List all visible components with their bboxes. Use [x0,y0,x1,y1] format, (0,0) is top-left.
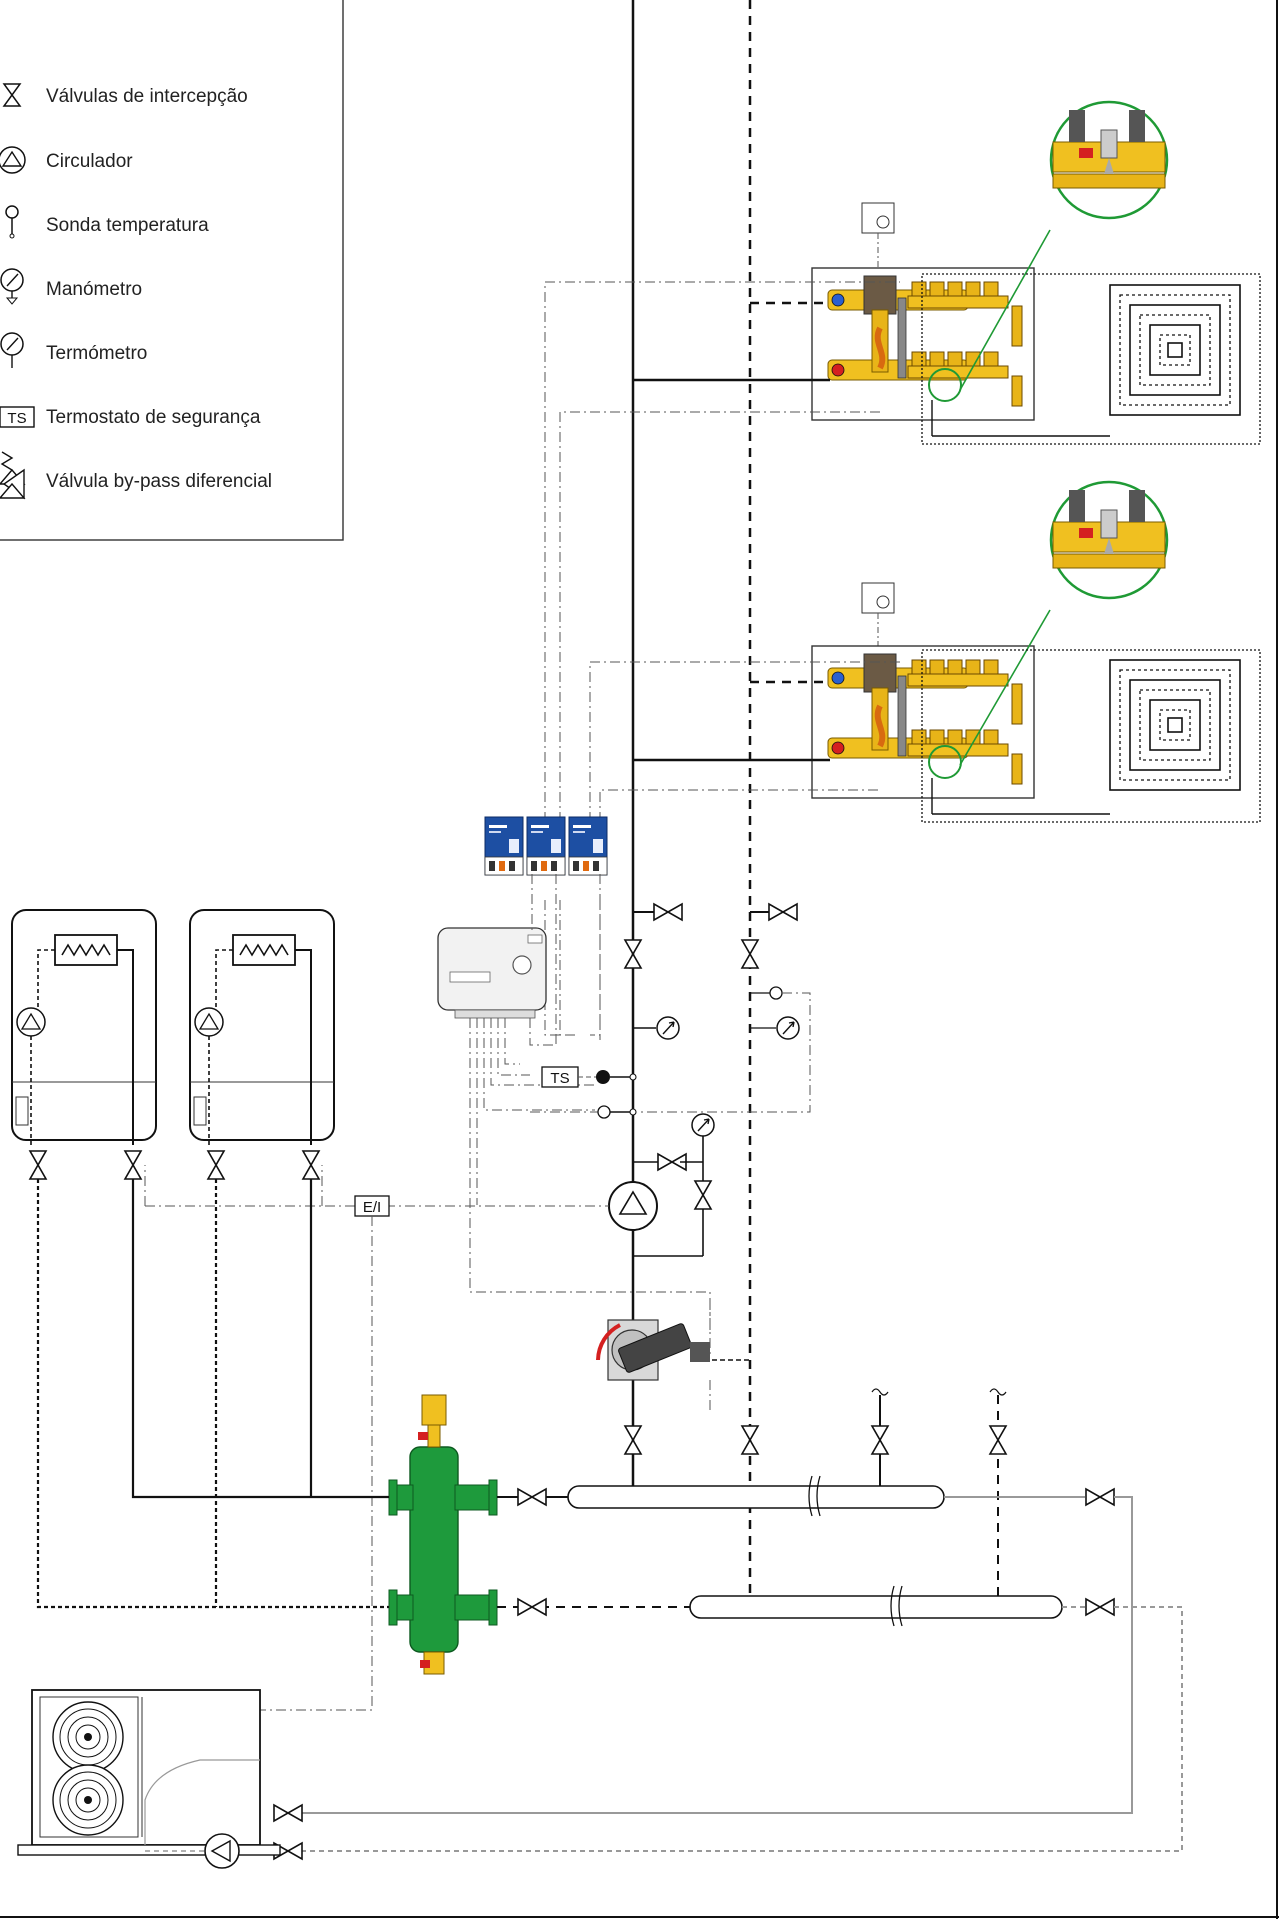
legend-label-valves: Válvulas de intercepção [46,86,248,107]
circulator-icon [0,146,26,174]
fan-icon [52,1701,124,1773]
zoom-detail-2 [1049,480,1169,600]
legend-label-temp-probe: Sonda temperatura [46,215,209,236]
legend-label-bypass-valve: Válvula by-pass diferencial [46,471,272,492]
fan-icon [52,1764,124,1836]
control-wiring [544,281,900,1036]
hydraulic-separator [388,1394,498,1675]
pump-pressure-gauge [691,1113,715,1137]
pressure-gauge-icon [0,268,24,305]
system-controller [437,927,547,1019]
zone-2 [633,480,1261,823]
mixing-valve [596,1319,710,1381]
legend: Válvulas de intercepção Circulador Sonda… [0,0,344,541]
floor-heating-loop-2 [1109,659,1241,791]
return-shutoff-valve [741,939,759,969]
manifold-1 [812,268,1034,420]
legend-label-circulator: Circulador [46,151,133,172]
supply-shutoff-valve [624,939,642,969]
boiler-1 [11,909,157,1145]
thermometer-icon [0,332,24,368]
manifold-2 [812,646,1034,798]
boiler-2 [189,909,335,1145]
safety-thermostat-label: TS [550,1070,569,1087]
floor-heating-loop-1 [1109,284,1241,416]
bypass-valve-icon [0,451,26,500]
legend-ts-badge: TS [7,410,26,427]
shutoff-valve-icon [2,83,22,107]
legend-label-manometer: Manómetro [46,279,142,300]
return-header [689,1585,1063,1627]
header-supply-valve [517,1488,547,1506]
zone-1 [633,100,1261,445]
ei-module-label: E/I [363,1199,381,1216]
heat-pump [17,1689,281,1869]
supply-header [567,1475,945,1517]
return-thermometer [776,1016,800,1040]
zone-control-module-1 [484,816,524,876]
temperature-probe-icon [5,205,19,239]
header-return-valve [517,1598,547,1616]
supply-thermometer [656,1016,680,1040]
zone-control-module-2 [526,816,566,876]
zoom-detail-1 [1049,100,1169,220]
legend-label-thermometer: Termómetro [46,343,147,364]
zone-control-module-3 [568,816,608,876]
legend-label-safety-thermostat: Termostato de segurança [46,407,261,428]
safety-thermostat-icon: TS [0,406,35,428]
